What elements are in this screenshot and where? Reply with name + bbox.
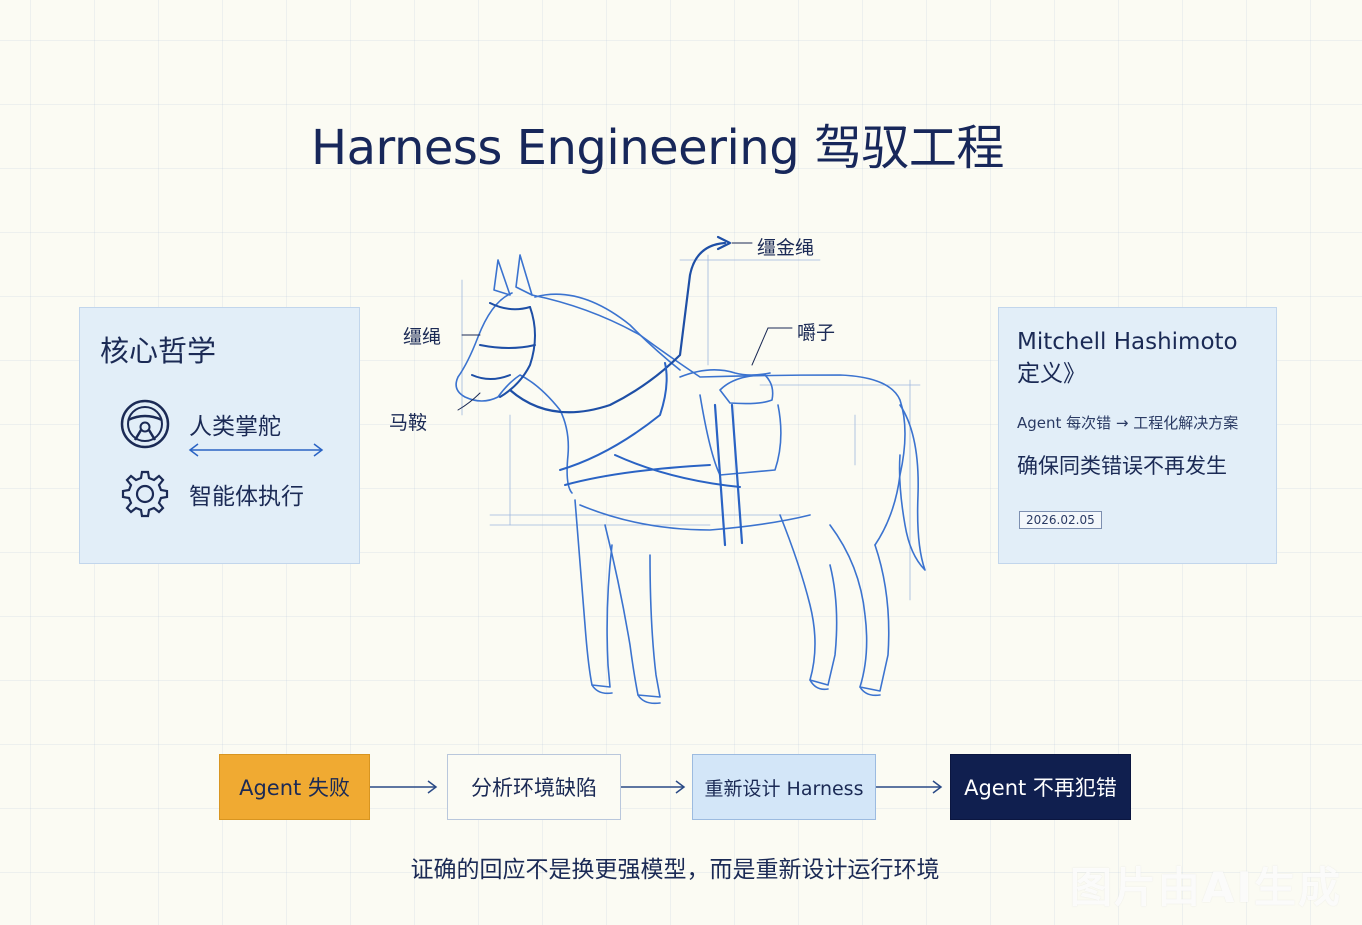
bridle-label: 缰绳	[403, 326, 442, 348]
flow-arrows	[370, 780, 943, 794]
agent-execute-label: 智能体执行	[189, 484, 304, 510]
human-steer-row: 人类掌舵	[117, 396, 281, 452]
definition-title: Mitchell Hashimoto 定义》	[1017, 326, 1238, 390]
flow-step-agent-fail: Agent 失败	[219, 754, 370, 820]
bottom-caption: 证确的回应不是换更强模型，而是重新设计运行环境	[410, 857, 940, 883]
definition-title-line2: 定义》	[1017, 361, 1086, 387]
core-philosophy-panel: 核心哲学 人类掌舵 智能体执行	[79, 307, 360, 564]
saddle-label: 马鞍	[389, 412, 428, 434]
agent-execute-row: 智能体执行	[117, 466, 304, 522]
definition-title-line1: Mitchell Hashimoto	[1017, 329, 1238, 355]
human-steer-label: 人类掌舵	[189, 414, 281, 440]
page-title: Harness Engineering 驾驭工程	[311, 120, 1004, 176]
date-badge: 2026.02.05	[1019, 511, 1102, 529]
definition-main: 确保同类错误不再发生	[1017, 454, 1227, 478]
flow-step-no-error: Agent 不再犯错	[950, 754, 1131, 820]
gear-icon	[121, 470, 169, 518]
reins-label: 缰金绳	[757, 237, 815, 259]
double-arrow-icon	[188, 443, 324, 457]
core-philosophy-title: 核心哲学	[100, 334, 217, 368]
bit-label: 嚼子	[797, 322, 836, 344]
definition-panel: Mitchell Hashimoto 定义》 Agent 每次错 → 工程化解决…	[998, 307, 1277, 564]
flow-step-analyze: 分析环境缺陷	[447, 754, 621, 820]
definition-line: Agent 每次错 → 工程化解决方案	[1017, 414, 1239, 432]
flow-step-redesign: 重新设计 Harness	[692, 754, 876, 820]
horse-harness-diagram	[455, 235, 926, 705]
ai-watermark: 图片由AI生成	[1069, 863, 1342, 912]
steering-wheel-icon	[120, 399, 170, 449]
